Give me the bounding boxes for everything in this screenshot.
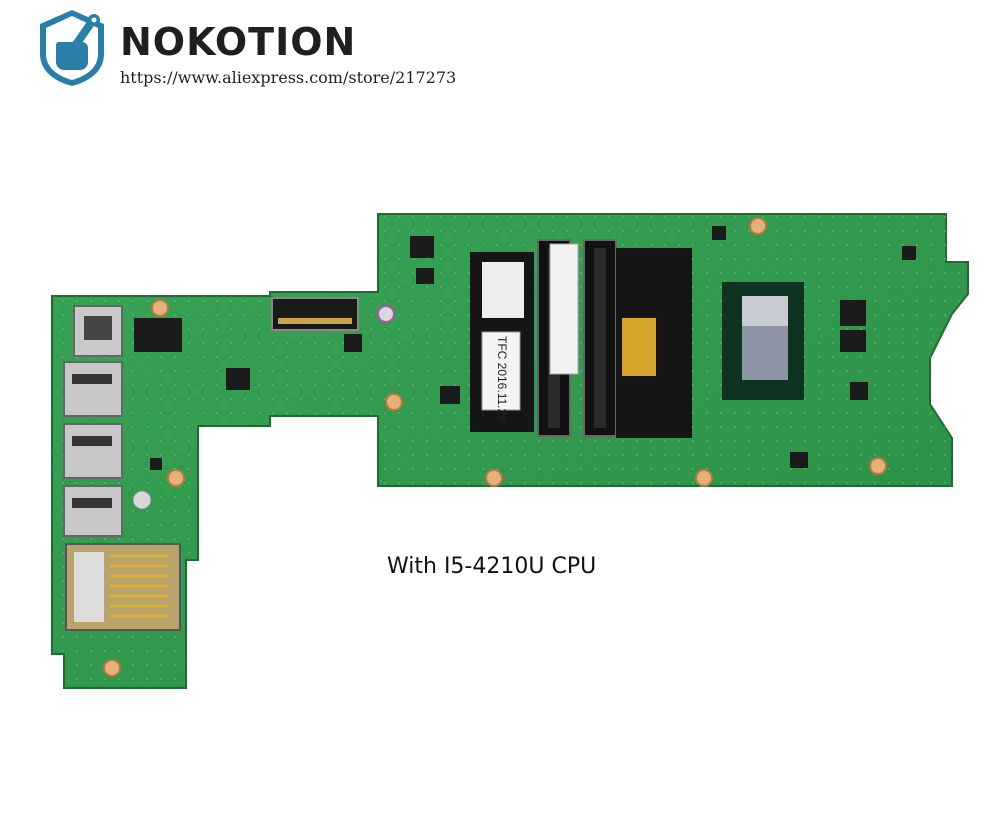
ram-slot-2 [583,239,617,437]
capacitor [377,305,395,323]
brand-name: NOKOTION [120,20,357,64]
usb-port-2 [63,423,123,479]
capacitor [132,490,152,510]
product-caption: With I5-4210U CPU [387,554,597,579]
small-chips [134,226,916,470]
usb-port-3 [63,485,123,537]
m2-connector [271,297,359,331]
sticker-tfc-text: TFC 2016.11.28 [495,336,509,422]
sticker-white [482,262,524,318]
usb-port-1 [63,361,123,417]
ethernet-port [73,305,123,357]
sticker-barcode [549,243,579,375]
sd-card-reader [65,543,181,631]
mounting-holes [103,217,887,677]
cpu-chip [722,282,804,400]
store-url: https://www.aliexpress.com/store/217273 [120,68,457,87]
sticker-tfc [481,331,521,411]
sticker-gold [622,318,656,376]
fist-wrench-icon [40,10,104,86]
